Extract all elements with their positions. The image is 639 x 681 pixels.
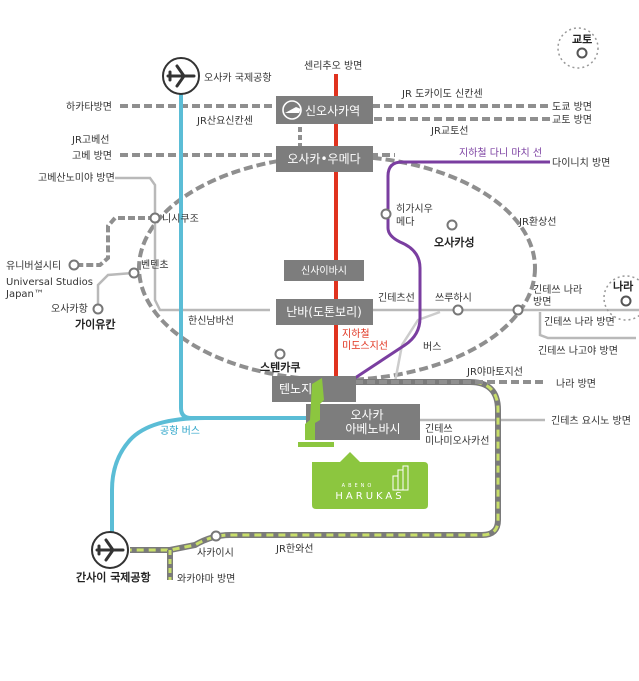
svg-text:JR교토선: JR교토선 (430, 125, 469, 137)
svg-text:미나미오사카선: 미나미오사카선 (425, 435, 489, 447)
svg-text:JR한와선: JR한와선 (275, 543, 314, 555)
universal-city-dot[interactable] (68, 259, 80, 271)
svg-text:나라: 나라 (613, 279, 634, 293)
private-rail-lines (96, 176, 639, 422)
svg-text:HARUKAS: HARUKAS (335, 491, 404, 502)
svg-text:난바(도톤보리): 난바(도톤보리) (286, 305, 362, 319)
svg-text:오사카성: 오사카성 (434, 235, 474, 249)
svg-text:JR고베선: JR고베선 (71, 134, 110, 146)
kyoto-dot[interactable] (576, 47, 588, 59)
svg-text:지하철: 지하철 (342, 327, 370, 340)
svg-text:버스: 버스 (423, 341, 441, 353)
bentencho-dot[interactable] (128, 267, 140, 279)
svg-text:쓰루하시: 쓰루하시 (435, 291, 472, 304)
kyoto-ring (557, 27, 599, 69)
svg-text:니시쿠조: 니시쿠조 (162, 213, 199, 225)
svg-text:신사이바시: 신사이바시 (301, 265, 347, 277)
svg-text:하카타방면: 하카타방면 (66, 100, 112, 113)
nishikujo-dot[interactable] (149, 212, 161, 224)
tanimachi-line (354, 160, 550, 380)
svg-text:오사카: 오사카 (350, 408, 383, 422)
kintetsu-junction-dot[interactable] (512, 304, 524, 316)
svg-text:ABENO: ABENO (342, 483, 375, 489)
svg-text:신오사카역: 신오사카역 (305, 104, 360, 118)
station-umeda[interactable]: 오사카•우메다 (276, 146, 373, 172)
station-shinsaibashi[interactable]: 신사이바시 (284, 260, 364, 281)
jr-yumesaki-line (75, 216, 155, 267)
svg-text:와카야마 방면: 와카야마 방면 (177, 573, 235, 585)
shinkansen-train-icon (285, 107, 301, 113)
minor-stations (68, 47, 632, 542)
osaka-airport-label: 오사카 국제공항 (204, 72, 272, 84)
svg-text:오사카•우메다: 오사카•우메다 (287, 152, 360, 166)
svg-text:고베산노미야 방면: 고베산노미야 방면 (38, 172, 115, 184)
svg-text:간사이 국제공항: 간사이 국제공항 (76, 570, 151, 584)
svg-text:사카이시: 사카이시 (197, 547, 234, 559)
osakako-dot[interactable] (92, 303, 104, 315)
svg-text:스텐카쿠: 스텐카쿠 (260, 360, 300, 374)
shinkansen-icon (282, 100, 302, 120)
svg-text:긴테츠선: 긴테츠선 (378, 292, 415, 304)
svg-text:긴테쓰 나고야 방면: 긴테쓰 나고야 방면 (538, 345, 618, 357)
svg-text:가이유칸: 가이유칸 (75, 317, 115, 331)
svg-text:교토: 교토 (572, 33, 592, 46)
svg-text:공항 버스: 공항 버스 (160, 425, 200, 437)
osaka-airport-icon[interactable] (162, 57, 200, 95)
svg-text:고베 방면: 고베 방면 (72, 150, 112, 162)
nara-dot[interactable] (620, 295, 632, 307)
svg-text:JR산요신칸센: JR산요신칸센 (196, 115, 253, 127)
higashi-umeda-dot[interactable] (380, 208, 392, 220)
svg-text:벤텐초: 벤텐초 (141, 259, 169, 271)
svg-text:한신남바선: 한신남바선 (188, 315, 234, 327)
svg-text:Universal Studios: Universal Studios (6, 277, 93, 288)
svg-text:다이니치 방면: 다이니치 방면 (552, 157, 610, 169)
svg-text:긴테쓰: 긴테쓰 (425, 423, 453, 435)
svg-text:JR야마토지선: JR야마토지선 (466, 366, 523, 378)
svg-text:도쿄 방면: 도쿄 방면 (552, 101, 592, 113)
tsutenkaku-dot[interactable] (274, 348, 286, 360)
svg-text:Japan™: Japan™ (5, 289, 44, 300)
svg-text:방면: 방면 (533, 296, 551, 308)
svg-text:지하철 다니 마치 선: 지하철 다니 마치 선 (459, 146, 542, 159)
jr-hanwa-line (130, 379, 545, 580)
svg-text:긴테쓰 나라 방면: 긴테쓰 나라 방면 (544, 316, 615, 328)
harukas-building-icon (392, 465, 409, 491)
svg-text:미도스지선: 미도스지선 (342, 340, 388, 352)
svg-text:JR환상선: JR환상선 (518, 216, 557, 228)
map-labels: 오사카 국제공항 센리추오 방면 하카타방면 JR 도카이도 신칸센 도쿄 방면… (5, 33, 634, 585)
osaka-castle-dot[interactable] (446, 219, 458, 231)
station-namba[interactable]: 난바(도톤보리) (276, 299, 373, 325)
svg-text:유니버설시티: 유니버설시티 (6, 260, 61, 272)
tsuruhashi-dot[interactable] (452, 304, 464, 316)
svg-text:아베노바시: 아베노바시 (345, 422, 400, 436)
svg-text:메다: 메다 (396, 216, 414, 228)
svg-text:히가시우: 히가시우 (396, 203, 433, 215)
harukas-tower-icon (298, 378, 334, 447)
station-shin-osaka[interactable]: 신오사카역 (276, 96, 373, 124)
kansai-airport-icon[interactable] (91, 531, 129, 569)
harukas-sign[interactable]: ABENO HARUKAS (312, 452, 428, 509)
svg-text:센리추오 방면: 센리추오 방면 (304, 60, 362, 72)
station-tennoji[interactable]: 텐노지 (272, 376, 356, 402)
svg-text:텐노지: 텐노지 (279, 382, 312, 396)
svg-text:JR 도카이도 신칸센: JR 도카이도 신칸센 (401, 88, 483, 100)
svg-text:오사카항: 오사카항 (51, 303, 88, 315)
svg-text:교토 방면: 교토 방면 (552, 114, 592, 126)
svg-text:긴테쓰 나라: 긴테쓰 나라 (533, 284, 582, 296)
sakai-dot[interactable] (210, 530, 222, 542)
svg-text:긴테츠 요시노 방면: 긴테츠 요시노 방면 (551, 415, 631, 427)
airport-bus-line (110, 90, 310, 540)
station-abenobashi[interactable]: 오사카 아베노바시 (306, 404, 420, 440)
svg-text:나라 방면: 나라 방면 (556, 378, 596, 390)
